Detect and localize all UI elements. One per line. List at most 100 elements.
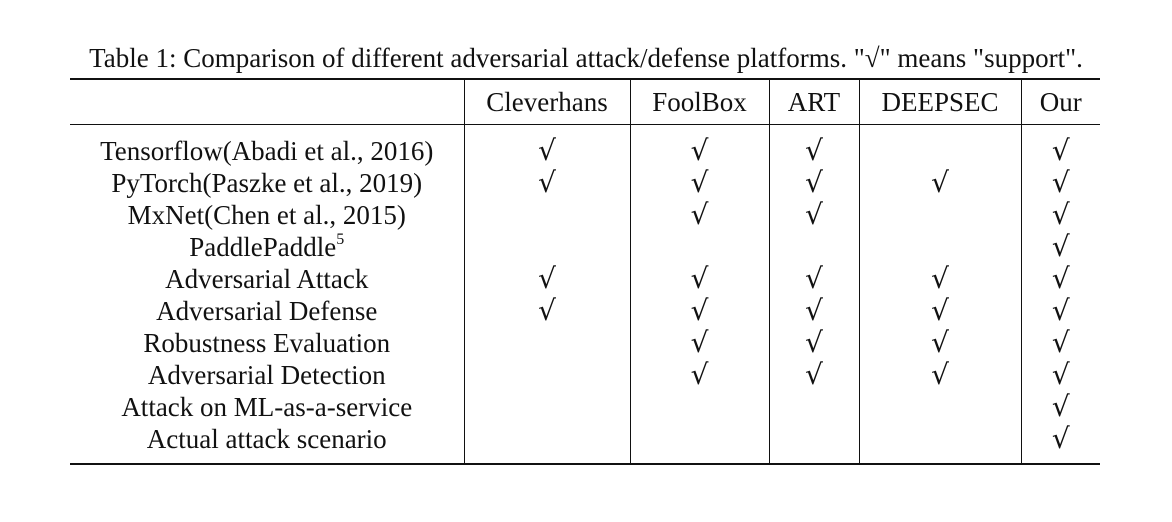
cell-cleverhans bbox=[463, 359, 630, 391]
row-feature-label: Adversarial Attack bbox=[70, 263, 464, 295]
table-row: Adversarial Defense√√√√√ bbox=[70, 295, 1100, 327]
cell-foolbox bbox=[629, 391, 769, 423]
check-icon: √ bbox=[1051, 390, 1070, 423]
feature-text: Adversarial Detection bbox=[147, 360, 386, 390]
table-row: MxNet(Chen et al., 2015) √ √ √ bbox=[70, 199, 1100, 231]
check-icon: √ bbox=[1051, 230, 1070, 263]
feature-text: MxNet(Chen et al., 2015) bbox=[127, 200, 406, 230]
feature-text: Adversarial Attack bbox=[165, 264, 369, 294]
feature-text: PyTorch(Paszke et al., 2019) bbox=[111, 168, 423, 198]
cell-our: √ bbox=[1020, 358, 1100, 391]
check-icon: √ bbox=[805, 326, 823, 359]
cell-art bbox=[768, 231, 859, 263]
check-icon: √ bbox=[690, 358, 709, 391]
table-row: PaddlePaddle5 √ bbox=[70, 231, 1100, 263]
cell-art: √ bbox=[768, 326, 859, 359]
check-icon: √ bbox=[931, 358, 949, 391]
cell-deepsec: √ bbox=[858, 166, 1021, 199]
cell-foolbox: √ bbox=[629, 262, 769, 295]
cell-foolbox: √ bbox=[629, 166, 769, 199]
cell-our: √ bbox=[1020, 134, 1100, 167]
check-icon: √ bbox=[931, 294, 949, 327]
table-spacer-bottom bbox=[70, 455, 1100, 465]
check-icon: √ bbox=[1051, 326, 1070, 359]
cell-our: √ bbox=[1020, 423, 1100, 455]
cell-deepsec bbox=[858, 391, 1021, 423]
header-deepsec: DEEPSEC bbox=[858, 78, 1021, 125]
check-icon: √ bbox=[538, 294, 556, 327]
cell-art bbox=[768, 423, 859, 455]
comparison-table-container: Cleverhans FoolBox ART DEEPSEC Our Tenso… bbox=[70, 78, 1100, 465]
table-spacer-top bbox=[70, 124, 1100, 135]
check-icon: √ bbox=[1051, 198, 1070, 231]
cell-art: √ bbox=[768, 358, 859, 391]
check-icon: √ bbox=[805, 262, 823, 295]
cell-our: √ bbox=[1020, 166, 1100, 199]
row-feature-label: Adversarial Defense bbox=[70, 295, 464, 327]
header-row: Cleverhans FoolBox ART DEEPSEC Our bbox=[70, 78, 1100, 125]
cell-our: √ bbox=[1020, 295, 1100, 327]
feature-text: Attack on ML-as-a-service bbox=[121, 392, 413, 422]
cell-art bbox=[768, 391, 859, 423]
comparison-table: Cleverhans FoolBox ART DEEPSEC Our Tenso… bbox=[70, 78, 1100, 465]
check-icon: √ bbox=[805, 166, 823, 199]
header-foolbox: FoolBox bbox=[629, 78, 769, 125]
table-row: Tensorflow(Abadi et al., 2016)√√√√ bbox=[70, 135, 1100, 167]
cell-foolbox: √ bbox=[629, 295, 769, 327]
header-feature bbox=[70, 78, 464, 125]
cell-our: √ bbox=[1020, 230, 1100, 263]
cell-deepsec: √ bbox=[858, 262, 1021, 295]
check-icon: √ bbox=[931, 166, 949, 199]
cell-cleverhans bbox=[463, 423, 630, 455]
cell-foolbox: √ bbox=[629, 134, 769, 167]
table-header: Cleverhans FoolBox ART DEEPSEC Our bbox=[70, 78, 1100, 125]
feature-text: Robustness Evaluation bbox=[143, 328, 391, 358]
cell-our: √ bbox=[1020, 326, 1100, 359]
cell-deepsec bbox=[858, 423, 1021, 455]
check-icon: √ bbox=[805, 198, 823, 231]
cell-foolbox: √ bbox=[629, 358, 769, 391]
check-icon: √ bbox=[1051, 134, 1070, 167]
check-icon: √ bbox=[690, 262, 709, 295]
check-icon: √ bbox=[690, 326, 709, 359]
cell-foolbox bbox=[629, 423, 769, 455]
check-icon: √ bbox=[538, 166, 556, 199]
row-feature-label: Adversarial Detection bbox=[70, 359, 464, 391]
check-icon: √ bbox=[1051, 166, 1070, 199]
check-icon: √ bbox=[690, 134, 709, 167]
check-icon: √ bbox=[690, 166, 709, 199]
cell-foolbox: √ bbox=[629, 199, 769, 231]
row-feature-label: Robustness Evaluation bbox=[70, 327, 464, 359]
cell-foolbox: √ bbox=[629, 326, 769, 359]
table-row: Robustness Evaluation √ √ √ √ bbox=[70, 327, 1100, 359]
cell-art: √ bbox=[768, 135, 859, 167]
cell-cleverhans bbox=[463, 231, 630, 263]
row-feature-label: PaddlePaddle5 bbox=[70, 231, 464, 263]
cell-our: √ bbox=[1020, 262, 1100, 295]
check-icon: √ bbox=[805, 358, 823, 391]
table-row: Adversarial Attack √ √ √ √ √ bbox=[70, 263, 1100, 295]
table-caption: Table 1: Comparison of different adversa… bbox=[89, 43, 1083, 73]
cell-art: √ bbox=[768, 166, 859, 199]
cell-cleverhans: √ bbox=[463, 294, 630, 327]
table-row: Actual attack scenario √ bbox=[70, 423, 1100, 455]
table-row: Adversarial Detection √ √ √ √ bbox=[70, 359, 1100, 391]
cell-cleverhans bbox=[463, 391, 630, 423]
cell-deepsec bbox=[858, 199, 1021, 231]
check-icon: √ bbox=[1051, 358, 1070, 391]
cell-foolbox bbox=[629, 231, 769, 263]
cell-cleverhans bbox=[463, 199, 630, 231]
check-icon: √ bbox=[1051, 262, 1070, 295]
feature-text: Adversarial Defense bbox=[156, 296, 378, 326]
cell-our: √ bbox=[1020, 390, 1100, 423]
cell-cleverhans: √ bbox=[463, 262, 630, 295]
cell-deepsec: √ bbox=[858, 358, 1021, 391]
cell-cleverhans: √ bbox=[463, 166, 630, 199]
check-icon: √ bbox=[538, 262, 556, 295]
feature-text: Tensorflow(Abadi et al., 2016) bbox=[100, 136, 434, 166]
check-icon: √ bbox=[931, 326, 949, 359]
cell-art: √ bbox=[768, 198, 859, 231]
table-body: Tensorflow(Abadi et al., 2016)√√√√PyTorc… bbox=[70, 124, 1100, 465]
check-icon: √ bbox=[931, 262, 949, 295]
feature-text: Actual attack scenario bbox=[146, 424, 387, 454]
